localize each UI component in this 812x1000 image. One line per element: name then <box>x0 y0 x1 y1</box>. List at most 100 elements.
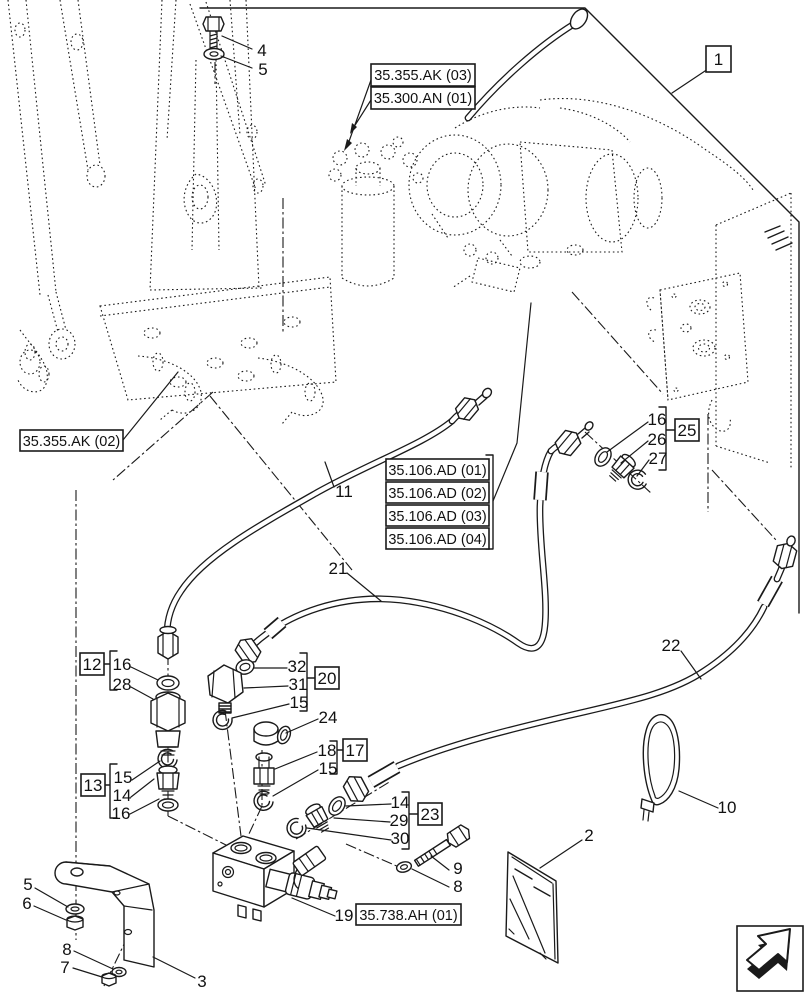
callout-9: 9 <box>453 859 462 878</box>
valve-block-19 <box>212 835 338 922</box>
ref-box-label: 23 <box>421 805 440 824</box>
callout-15b: 15 <box>290 693 309 712</box>
bolt-4 <box>202 16 225 49</box>
leader-lines <box>33 35 719 979</box>
callout-24: 24 <box>319 708 338 727</box>
ref-box-label: 13 <box>84 776 103 795</box>
connector-stripes <box>764 225 793 251</box>
ref-box-label: 35.355.AK (03) <box>374 68 472 84</box>
oring-14b <box>328 796 346 816</box>
ref-box-ad01[interactable]: 35.106.AD (01) <box>385 458 490 481</box>
ref-box-an01[interactable]: 35.300.AN (01) <box>370 86 476 110</box>
snap-ring-15a <box>157 748 178 769</box>
snap-ring-27 <box>627 469 647 490</box>
callout-5-top: 5 <box>258 60 267 79</box>
steering-tube <box>464 8 589 122</box>
loader-tower-phantom <box>7 0 337 425</box>
ref-box-ah01[interactable]: 35.738.AH (01) <box>355 903 462 926</box>
snap-ring-30 <box>286 817 307 839</box>
hose-22 <box>367 558 788 788</box>
ref-box-label: 1 <box>714 50 723 69</box>
fitting-18 <box>253 752 275 795</box>
callout-18: 18 <box>318 741 337 760</box>
snap-ring-15b <box>212 709 233 731</box>
ref-box-25[interactable]: 25 <box>674 418 700 442</box>
group-brackets <box>103 406 676 850</box>
nut-7 <box>101 972 117 987</box>
callout-15c: 15 <box>319 759 338 778</box>
callout-14b: 14 <box>391 793 410 812</box>
callout-19: 19 <box>335 906 354 925</box>
ref-box-label: 35.355.AK (02) <box>23 434 121 450</box>
callout-16b: 16 <box>112 804 131 823</box>
callout-22: 22 <box>662 636 681 655</box>
ref-box-label: 20 <box>318 669 337 688</box>
nut-6 <box>66 915 84 931</box>
washer-5-top <box>203 47 225 61</box>
fitting-26 <box>609 453 636 482</box>
callout-28: 28 <box>113 675 132 694</box>
fitting-29 <box>305 803 330 833</box>
callout-21: 21 <box>329 559 348 578</box>
callout-26: 26 <box>648 430 667 449</box>
ref-box-label: 35.106.AD (02) <box>388 486 486 502</box>
callout-16c: 16 <box>648 410 667 429</box>
callout-7: 7 <box>60 958 69 977</box>
ref-box-label: 35.106.AD (04) <box>388 532 486 548</box>
ref-box-label: 12 <box>83 655 102 674</box>
ref-box-ak03[interactable]: 35.355.AK (03) <box>370 63 476 87</box>
solenoid-connector <box>292 845 327 889</box>
view-boundary <box>199 7 800 614</box>
callout-15a: 15 <box>114 768 133 787</box>
oring-16-lower <box>157 798 179 812</box>
callout-27: 27 <box>649 449 668 468</box>
callout-3: 3 <box>197 972 206 991</box>
callout-29: 29 <box>390 811 409 830</box>
clip-10 <box>640 714 681 822</box>
ref-box-20[interactable]: 20 <box>314 666 340 690</box>
callout-10: 10 <box>718 798 737 817</box>
callout-32: 32 <box>288 657 307 676</box>
cap-24 <box>253 721 292 746</box>
oring-32 <box>235 659 255 675</box>
callout-5-bottom: 5 <box>23 875 32 894</box>
callout-8-right: 8 <box>453 877 462 896</box>
ref-box-label: 35.300.AN (01) <box>374 91 472 107</box>
fitting-28 <box>150 691 186 756</box>
ref-box-ad04[interactable]: 35.106.AD (04) <box>385 527 490 550</box>
elbow-fitting-31 <box>207 664 244 714</box>
callouts: 4 5 11 21 22 16 28 15 14 16 32 31 15 24 … <box>22 41 736 991</box>
ref-box-label: 35.106.AD (03) <box>388 509 486 525</box>
plate-2 <box>505 851 559 964</box>
ref-box-ad03[interactable]: 35.106.AD (03) <box>385 504 490 527</box>
callout-4: 4 <box>257 41 266 60</box>
ref-box-12[interactable]: 12 <box>79 652 105 676</box>
washer-5-bottom <box>65 903 85 915</box>
callout-6: 6 <box>22 894 31 913</box>
mount-panel-phantom <box>646 192 793 470</box>
callout-30: 30 <box>391 829 410 848</box>
oring-16-upper <box>156 675 180 691</box>
ref-box-17[interactable]: 17 <box>342 738 368 762</box>
ref-box-label: 25 <box>678 421 697 440</box>
callout-16a: 16 <box>113 655 132 674</box>
callout-8-left: 8 <box>62 940 71 959</box>
ref-box-13[interactable]: 13 <box>80 773 106 797</box>
callout-11: 11 <box>335 482 353 501</box>
ref-box-ad02[interactable]: 35.106.AD (02) <box>385 481 490 504</box>
ref-box-ak02[interactable]: 35.355.AK (02) <box>19 429 124 452</box>
ref-box-label: 35.738.AH (01) <box>359 908 457 924</box>
washer-8-right <box>395 861 413 873</box>
continue-arrow-icon[interactable] <box>736 925 804 992</box>
bolt-9 <box>413 824 471 867</box>
ref-box-frame-1[interactable]: 1 <box>705 45 732 73</box>
ref-box-23[interactable]: 23 <box>417 802 443 826</box>
callout-31: 31 <box>289 675 308 694</box>
snap-ring-15c <box>253 790 274 811</box>
hydraulic-pump-phantom <box>328 98 754 293</box>
ref-box-label: 17 <box>346 741 365 760</box>
hose-fittings <box>157 387 798 803</box>
fitting-14a <box>156 765 180 800</box>
callout-14a: 14 <box>113 786 132 805</box>
